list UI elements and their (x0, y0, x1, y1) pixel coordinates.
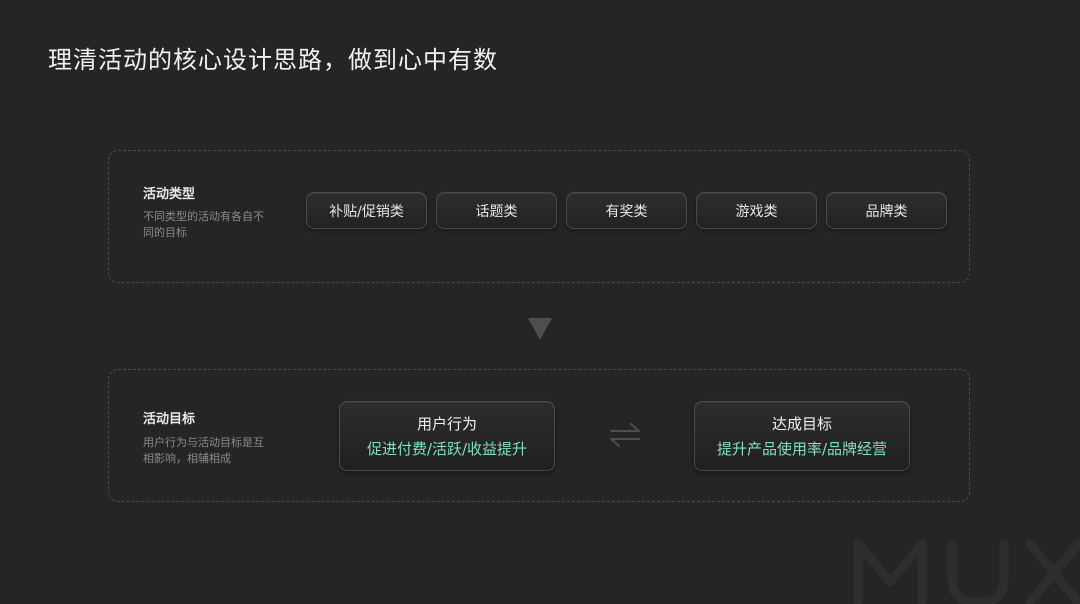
triangle-down-icon (528, 318, 552, 340)
chip-topic: 话题类 (436, 192, 557, 229)
activity-types-description: 不同类型的活动有各自不同的目标 (143, 210, 264, 239)
goal-card: 达成目标 提升产品使用率/品牌经营 (694, 401, 910, 471)
activity-goals-description: 用户行为与活动目标是互相影响，相辅相成 (143, 436, 264, 465)
goal-title: 达成目标 (771, 415, 832, 433)
activity-goals-panel: 活动目标 用户行为与活动目标是互相影响，相辅相成 用户行为 促进付费/活跃/收益… (108, 369, 970, 502)
activity-types-panel: 活动类型 不同类型的活动有各自不同的目标 补贴/促销类 话题类 有奖类 游戏类 … (108, 150, 970, 283)
activity-types-heading: 活动类型 (143, 187, 196, 202)
chip-game: 游戏类 (696, 192, 817, 229)
swap-arrows-icon (610, 423, 640, 447)
activity-type-chips: 补贴/促销类 话题类 有奖类 游戏类 品牌类 (306, 192, 947, 229)
goal-subtitle: 提升产品使用率/品牌经营 (716, 440, 888, 458)
user-behavior-subtitle: 促进付费/活跃/收益提升 (366, 440, 528, 458)
mux-watermark-logo (853, 539, 1080, 604)
chip-prize: 有奖类 (566, 192, 687, 229)
page-title: 理清活动的核心设计思路，做到心中有数 (48, 46, 498, 74)
activity-goals-heading: 活动目标 (143, 412, 196, 427)
chip-subsidy-promotion: 补贴/促销类 (306, 192, 427, 229)
user-behavior-card: 用户行为 促进付费/活跃/收益提升 (339, 401, 555, 471)
user-behavior-title: 用户行为 (416, 415, 477, 433)
chip-brand: 品牌类 (826, 192, 947, 229)
